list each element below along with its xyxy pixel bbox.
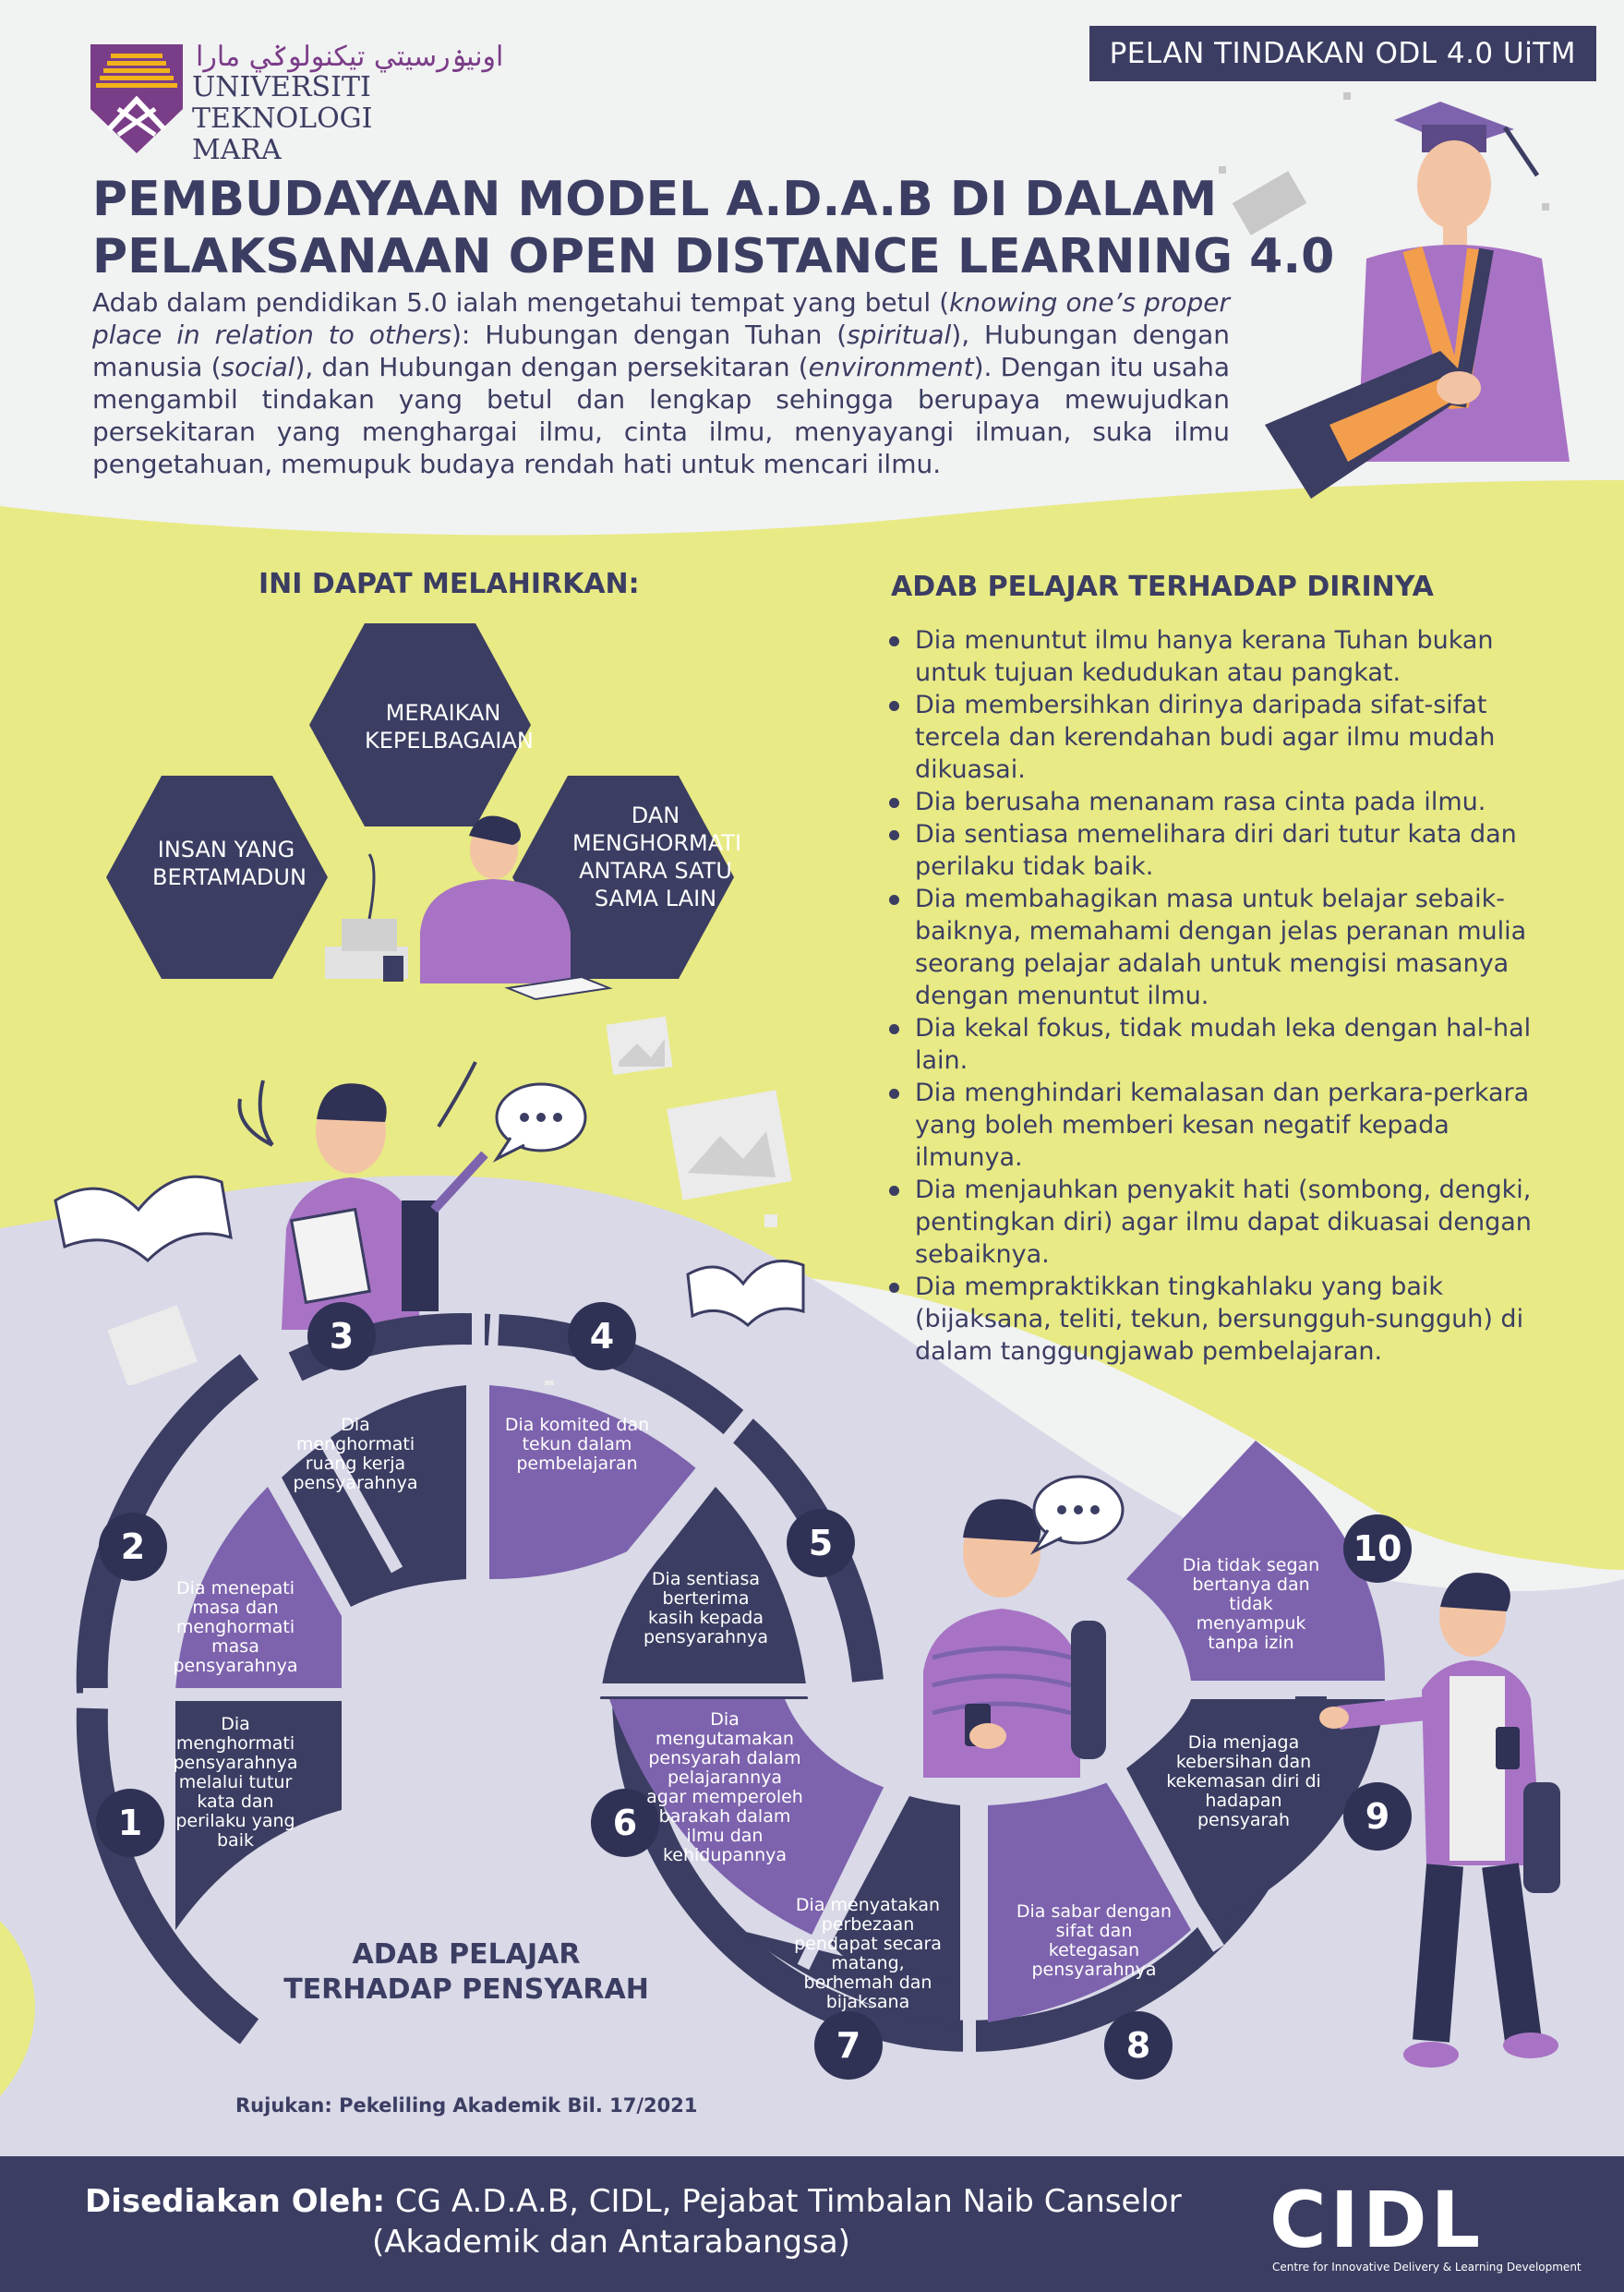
university-line-2: TEKNOLOGI: [192, 103, 373, 135]
footer-label: Disediakan Oleh:: [85, 2183, 386, 2220]
hexagon-right-line-1: DAN: [631, 802, 680, 828]
footer-bar: [0, 2156, 1624, 2292]
reference-note: Rujukan: Pekeliling Akademik Bil. 17/202…: [235, 2094, 698, 2117]
badge-10: 10: [1343, 1514, 1412, 1583]
segment-8-text: Dia sabar dengan sifat dan ketegasan pen…: [1016, 1901, 1173, 1980]
list-item: Dia kekal fokus, tidak mudah leka dengan…: [882, 1012, 1546, 1077]
segment-2-text: Dia menepati masa dan menghormati masa p…: [173, 1578, 298, 1676]
decorative-illustrations: [54, 1016, 805, 1385]
outcome-hexagons: [106, 623, 734, 1001]
standing-student-illustration: [1319, 1573, 1560, 2068]
badge-8: 8: [1104, 2011, 1173, 2080]
open-book-icon: [686, 1260, 805, 1328]
segment-7-text: Dia menyatakan perbezaan pendapat secara…: [794, 1895, 942, 2012]
self-list: Dia menuntut ilmu hanya kerana Tuhan buk…: [882, 624, 1546, 1368]
page-title-line-1: PEMBUDAYAAN MODEL A.D.A.B DI DALAM: [92, 172, 1218, 227]
segment-2: [175, 1487, 342, 1690]
footer-credits: Disediakan Oleh: CG A.D.A.B, CIDL, Pejab…: [85, 2181, 1182, 2262]
open-book-icon: [54, 1175, 233, 1263]
hexagon-right-text: DAN MENGHORMATI ANTARA SATU SAMA LAIN: [572, 802, 742, 912]
speech-bubble-icon: [1029, 1475, 1125, 1555]
badge-9: 9: [1343, 1782, 1412, 1851]
intro-text-3: ), Hubungan dengan manusia (: [92, 320, 1231, 382]
page-title-line-2: PELAKSANAAN OPEN DISTANCE LEARNING 4.0: [92, 229, 1335, 284]
segment-8: [988, 1782, 1191, 2022]
university-line-1: UNIVERSITI: [192, 71, 371, 103]
lecturer-adab-wheel-right: [591, 1441, 1403, 2059]
hexagon-left-text: INSAN YANG BERTAMADUN: [152, 836, 307, 891]
self-heading: ADAB PELAJAR TERHADAP DIRINYA: [891, 571, 1434, 603]
uitm-logo-icon: [90, 44, 183, 153]
badge-5: 5: [787, 1509, 855, 1577]
intro-text-5: ). Dengan itu usaha mengambil tindakan y…: [92, 352, 1231, 479]
intro-italic-3: social: [221, 352, 295, 382]
list-item: Dia sentiasa memelihara diri dari tutur …: [882, 818, 1546, 883]
hexagon-left-line-2: BERTAMADUN: [152, 864, 307, 890]
footer-line-1: CG A.D.A.B, CIDL, Pejabat Timbalan Naib …: [394, 2183, 1182, 2220]
hexagon-top-text: MERAIKAN KEPELBAGAIAN: [365, 699, 534, 754]
segment-1-text: Dia menghormati pensyarahnya melalui tut…: [173, 1714, 298, 1851]
intro-text-1: Adab dalam pendidikan 5.0 ialah mengetah…: [92, 287, 950, 318]
badge-1: 1: [96, 1789, 164, 1857]
footer-line-2: (Akademik dan Antarabangsa): [372, 2224, 850, 2261]
badge-3: 3: [307, 1302, 376, 1370]
list-item: Dia menjauhkan penyakit hati (sombong, d…: [882, 1174, 1546, 1271]
hexagon-left-line-1: INSAN YANG: [157, 837, 295, 863]
list-item: Dia berusaha menanam rasa cinta pada ilm…: [882, 786, 1546, 818]
hexagon-right-line-4: SAMA LAIN: [594, 886, 717, 911]
segment-10-text: Dia tidak segan bertanya dan tidak menya…: [1182, 1555, 1320, 1653]
badge-7: 7: [814, 2011, 883, 2080]
lecturer-heading-line-1: ADAB PELAJAR: [352, 1938, 581, 1971]
list-item: Dia membersihkan dirinya daripada sifat-…: [882, 689, 1546, 786]
segment-3-text: Dia menghormati ruang kerja pensyarahnya: [293, 1415, 418, 1493]
graduate-illustration: [1219, 92, 1570, 499]
badge-2: 2: [99, 1513, 167, 1581]
hexagon-right-line-2: MENGHORMATI: [572, 830, 742, 856]
image-placeholder-icon: [667, 1090, 792, 1200]
segment-10: [1126, 1441, 1385, 1681]
cidl-logo-subtitle: Centre for Innovative Delivery & Learnin…: [1272, 2261, 1582, 2274]
segment-1: [175, 1699, 342, 1930]
hexagon-top-line-1: MERAIKAN: [385, 700, 501, 726]
list-item: Dia menghindari kemalasan dan perkara-pe…: [882, 1077, 1546, 1174]
image-placeholder-icon: [107, 1305, 198, 1385]
segment-5-text: Dia sentiasa berterima kasih kepada pens…: [643, 1569, 768, 1647]
university-line-3: MARA: [192, 134, 282, 166]
badge-6: 6: [591, 1789, 659, 1857]
lecturer-heading: ADAB PELAJAR TERHADAP PENSYARAH: [272, 1937, 660, 2008]
studying-person-illustration: [325, 815, 613, 1001]
segment-5: [600, 1487, 808, 1699]
intro-text-2: ): Hubungan dengan Tuhan (: [451, 320, 848, 350]
list-item: Dia menuntut ilmu hanya kerana Tuhan buk…: [882, 624, 1546, 689]
lecturer-heading-line-2: TERHADAP PENSYARAH: [283, 1973, 649, 2006]
student-with-book-illustration: [237, 1061, 488, 1330]
hexagon-right-line-3: ANTARA SATU: [579, 858, 732, 884]
segment-9: [1126, 1699, 1385, 1925]
intro-italic-2: spiritual: [847, 320, 952, 350]
intro-italic-1: knowing one’s proper place in relation t…: [92, 287, 1230, 350]
badge-4: 4: [568, 1302, 636, 1370]
student-with-phone-illustration: [923, 1499, 1106, 1778]
cidl-logo: CIDL: [1269, 2175, 1485, 2265]
intro-italic-4: environment: [808, 352, 974, 382]
university-name: UNIVERSITI TEKNOLOGI MARA: [192, 72, 373, 166]
list-item: Dia membahagikan masa untuk belajar seba…: [882, 883, 1546, 1012]
image-placeholder-icon: [606, 1016, 673, 1076]
university-jawi-name: اونيۏرسيتي تيکنولوݢي مارا: [196, 41, 504, 73]
hexagon-top: [309, 623, 531, 826]
hexagon-left: [106, 776, 328, 979]
speech-bubble-icon: [492, 1082, 587, 1163]
segment-6-text: Dia mengutamakan pensyarah dalam pelajar…: [646, 1709, 803, 1865]
list-item: Dia mempraktikkan tingkahlaku yang baik …: [882, 1271, 1546, 1368]
segment-4-text: Dia komited dan tekun dalam pembelajaran: [504, 1415, 650, 1474]
page-title: PEMBUDAYAAN MODEL A.D.A.B DI DALAM PELAK…: [92, 171, 1334, 285]
outcomes-heading: INI DAPAT MELAHIRKAN:: [259, 568, 640, 600]
page-tag: PELAN TINDAKAN ODL 4.0 UiTM: [1089, 26, 1596, 81]
segment-9-text: Dia menjaga kebersihan dan kekemasan dir…: [1166, 1732, 1321, 1830]
intro-text-4: ), dan Hubungan dengan persekitaran (: [295, 352, 809, 382]
segment-6: [609, 1699, 896, 1939]
hexagon-top-line-2: KEPELBAGAIAN: [365, 728, 534, 754]
intro-paragraph: Adab dalam pendidikan 5.0 ialah mengetah…: [92, 286, 1230, 480]
